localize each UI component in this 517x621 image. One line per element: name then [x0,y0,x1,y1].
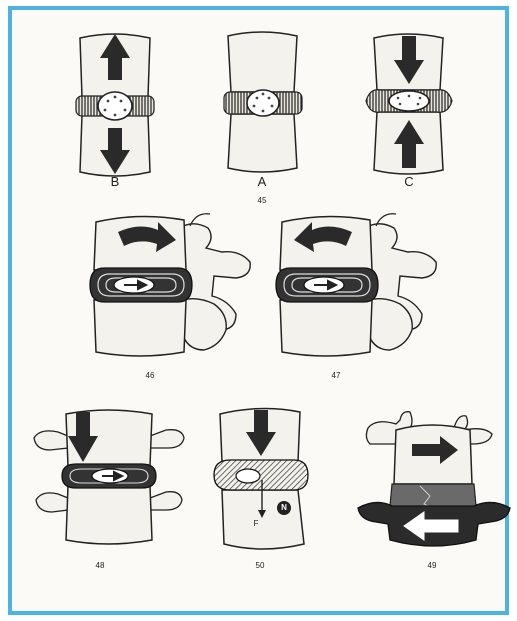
figure-number-50: 50 [256,561,265,570]
marker-label: N [281,503,287,512]
disc-nucleus [236,469,260,483]
disc-annulus [214,460,308,490]
label-a: A [258,174,267,189]
vertebra-b [76,34,154,176]
label-c: C [404,174,413,189]
label-b: B [111,174,120,189]
vertebra-50 [214,408,308,549]
vertebra-47 [276,214,436,356]
figure-number-47: 47 [332,371,341,380]
figure-number-46: 46 [146,371,155,380]
vertebra-46 [90,214,250,356]
figure-number-48: 48 [96,561,105,570]
disc-nucleus [389,91,429,111]
figure-number-49: 49 [428,561,437,570]
figure-number-45: 45 [258,196,267,205]
vertebra-48 [34,410,184,544]
force-label: F [254,519,259,528]
vertebra-c [366,34,452,174]
vertebra-a [224,32,302,172]
disc-annulus [390,484,476,509]
vertebra-49 [358,412,510,546]
